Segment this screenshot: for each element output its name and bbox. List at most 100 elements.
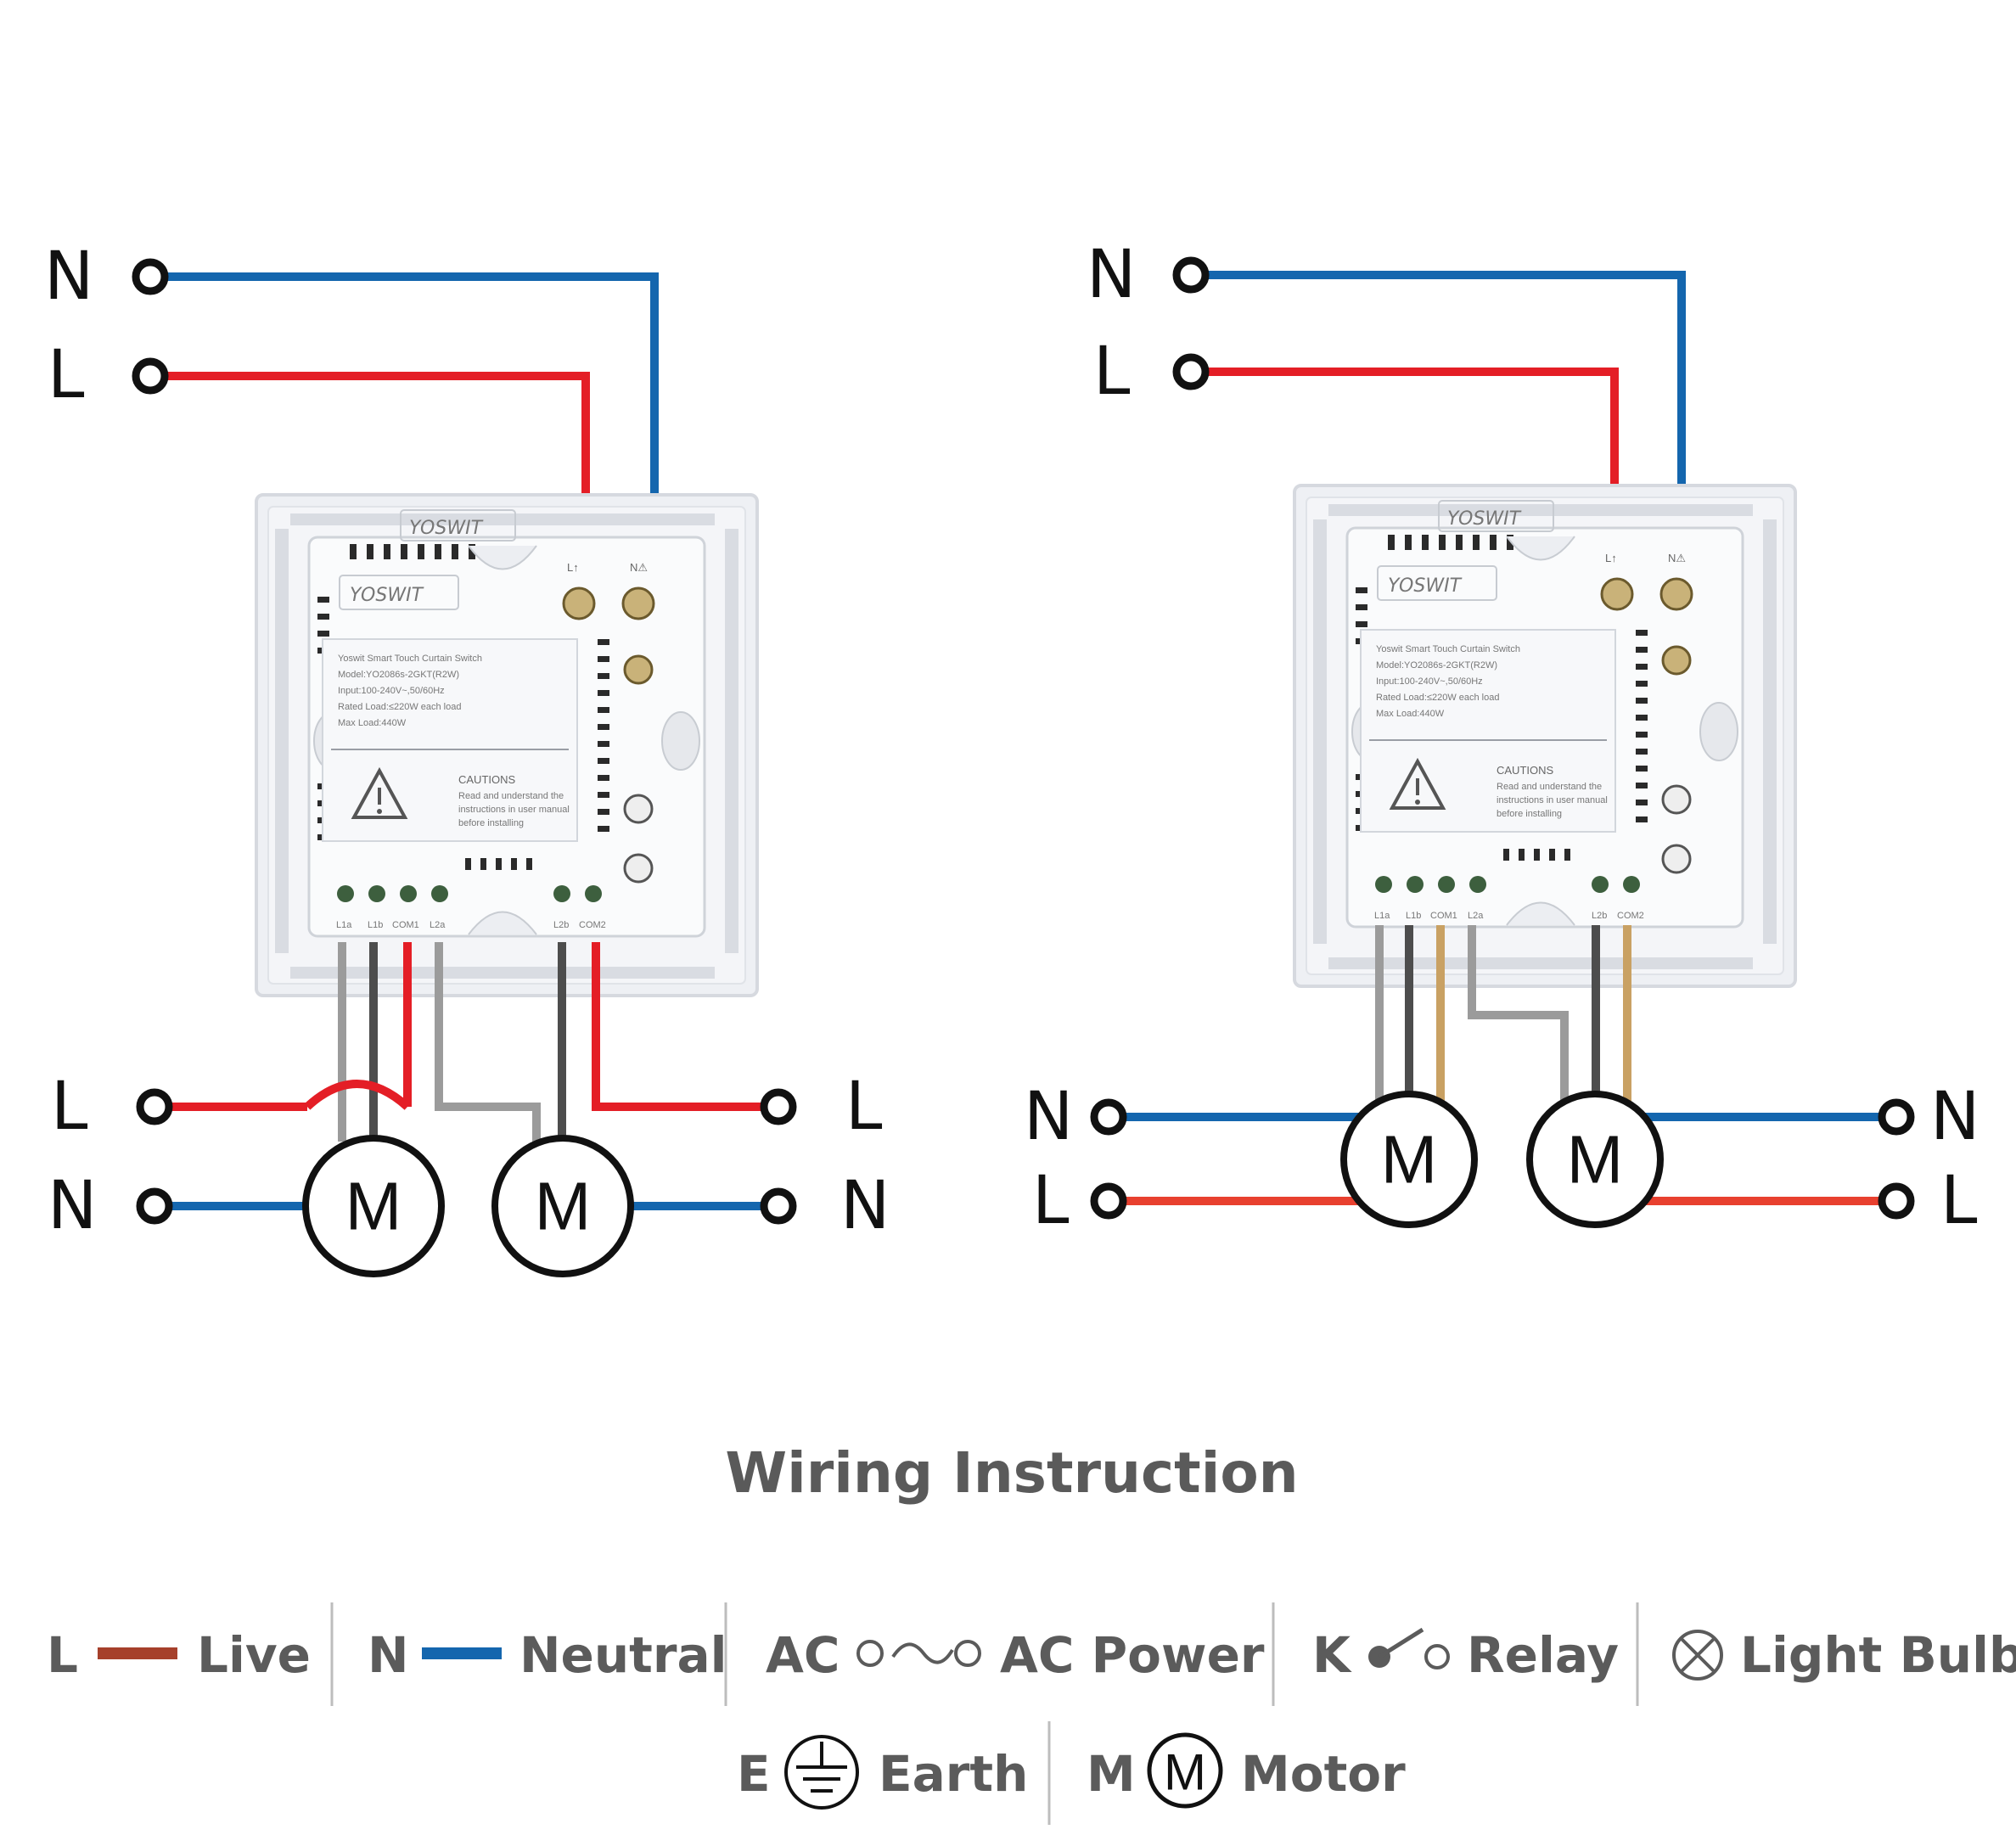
right-wiring-diagram: N L YOSWIT YOSWIT L↑ N⚠ Yoswit Smart Tou… [1024,237,1979,1239]
svg-text:COM2: COM2 [579,920,606,930]
left-l-terminal-text: L↑ [567,561,579,574]
svg-text:Input:100-240V~,50/60Hz: Input:100-240V~,50/60Hz [1376,676,1483,687]
left-top-l-label: L [48,337,85,413]
left-bottom-l-terminal-icon [136,1088,173,1125]
svg-text:L1a: L1a [1374,911,1390,921]
legend-ac-symbol: AC [766,1626,840,1684]
svg-text:COM1: COM1 [392,920,419,930]
svg-text:COM2: COM2 [1617,911,1644,921]
left-switch-module: YOSWIT YOSWIT L↑ N⚠ Yoswit Smart Touch C… [255,493,759,997]
svg-text:Read and understand the: Read and understand the [458,791,564,801]
svg-text:L1b: L1b [368,920,383,930]
neutral-line-icon [422,1647,502,1659]
left-top-n-label: N [44,238,93,315]
svg-text:Input:100-240V~,50/60Hz: Input:100-240V~,50/60Hz [338,686,445,696]
svg-text:CAUTIONS: CAUTIONS [1497,764,1554,777]
legend-earth-label: Earth [879,1745,1028,1803]
svg-text:Yoswit Smart Touch Curtain Swi: Yoswit Smart Touch Curtain Switch [338,654,482,664]
svg-text:M: M [535,1169,592,1244]
left-bottom-right-l-terminal-icon [760,1088,797,1125]
svg-text:Model:YO2086s-2GKT(R2W): Model:YO2086s-2GKT(R2W) [1376,660,1497,671]
svg-text:YOSWIT: YOSWIT [1388,575,1463,597]
svg-text:N: N [840,1168,890,1244]
legend-live-label: Live [197,1626,311,1684]
legend-neutral-symbol: N [368,1626,409,1684]
motor-icon: M [1147,1732,1223,1809]
svg-text:Rated Load:≤220W each load: Rated Load:≤220W each load [338,702,461,712]
left-live-terminal-icon [132,357,169,395]
right-l2a-wire [1468,925,1569,1103]
svg-text:L2b: L2b [1592,911,1607,921]
legend-ac-label: AC Power [1000,1626,1265,1684]
legend-relay-symbol: K [1312,1626,1352,1684]
svg-text:Read and understand the: Read and understand the [1497,782,1602,792]
right-live-terminal-icon [1172,353,1210,390]
left-module-brand: YOSWIT [350,585,424,606]
svg-text:L: L [51,1069,88,1145]
svg-text:N: N [1024,1079,1073,1155]
left-neutral-terminal-icon [132,258,169,295]
legend-live-symbol: L [47,1626,78,1684]
right-bottom-l-terminal-icon [1090,1182,1127,1220]
svg-text:YOSWIT: YOSWIT [1447,508,1522,530]
earth-icon [784,1735,859,1810]
motor-icon-letter: M [1164,1744,1206,1801]
svg-text:Model:YO2086s-2GKT(R2W): Model:YO2086s-2GKT(R2W) [338,670,459,680]
svg-text:CAUTIONS: CAUTIONS [458,773,516,786]
right-bottom-n-terminal-icon [1090,1098,1127,1136]
svg-text:COM1: COM1 [1430,911,1457,921]
svg-text:N: N [48,1168,97,1244]
legend-earth-symbol: E [737,1745,771,1803]
svg-text:N: N [1930,1079,1979,1155]
left-neutral-input-wire [150,272,659,552]
svg-text:L2b: L2b [553,920,569,930]
svg-text:L1b: L1b [1406,911,1421,921]
svg-text:Yoswit Smart Touch Curtain Swi: Yoswit Smart Touch Curtain Switch [1376,644,1520,654]
svg-text:L2a: L2a [430,920,446,930]
left-n-terminal-text: N⚠ [630,561,648,574]
svg-text:L2a: L2a [1468,911,1484,921]
svg-text:L: L [1940,1163,1978,1239]
ac-power-icon [856,1640,981,1667]
svg-text:instructions in user manual: instructions in user manual [1497,795,1608,805]
right-motor-1-icon: M [1340,1091,1478,1228]
svg-text:L1a: L1a [336,920,352,930]
legend: L Live N Neutral AC AC Power K Relay Lig [47,1602,2016,1825]
right-motor-2-icon: M [1526,1091,1664,1228]
svg-text:N⚠: N⚠ [1668,552,1686,564]
diagram-title: Wiring Instruction [725,1440,1298,1506]
left-bottom-n-terminal-icon [136,1187,173,1225]
svg-text:before installing: before installing [1497,809,1562,819]
light-bulb-icon [1672,1630,1723,1681]
svg-text:Rated Load:≤220W each load: Rated Load:≤220W each load [1376,693,1499,703]
live-line-icon [98,1647,177,1659]
svg-text:Max Load:440W: Max Load:440W [1376,709,1445,719]
left-bottom-right-n-terminal-icon [760,1187,797,1225]
svg-text:M: M [1381,1122,1438,1198]
svg-text:M: M [1567,1122,1624,1198]
left-live-jumper-wire [304,1080,411,1110]
legend-relay-label: Relay [1467,1626,1619,1684]
left-motor-1-icon: M [302,1135,445,1277]
right-switch-module: YOSWIT YOSWIT L↑ N⚠ Yoswit Smart Touch C… [1293,484,1797,988]
legend-light-bulb-label: Light Bulb [1740,1626,2016,1684]
right-neutral-terminal-icon [1172,256,1210,294]
legend-motor-label: Motor [1241,1745,1406,1803]
svg-text:before installing: before installing [458,818,524,828]
svg-text:L: L [1093,334,1131,410]
right-bottom-right-n-terminal-icon [1878,1098,1915,1136]
left-frame-brand: YOSWIT [409,518,484,539]
left-wiring-diagram: N L YOSWIT YOSWIT L↑ N⚠ Yoswit Smart Tou… [44,238,890,1277]
svg-text:Max Load:440W: Max Load:440W [338,718,407,728]
left-motor-2-icon: M [491,1135,634,1277]
svg-text:L: L [1032,1163,1070,1239]
legend-neutral-label: Neutral [519,1626,727,1684]
right-neutral-input-wire [1191,271,1686,552]
svg-text:L↑: L↑ [1605,552,1617,564]
svg-text:L: L [845,1069,883,1145]
relay-icon [1368,1627,1450,1669]
legend-motor-symbol: M [1087,1745,1136,1803]
right-bottom-right-l-terminal-icon [1878,1182,1915,1220]
svg-text:instructions in user manual: instructions in user manual [458,805,570,815]
